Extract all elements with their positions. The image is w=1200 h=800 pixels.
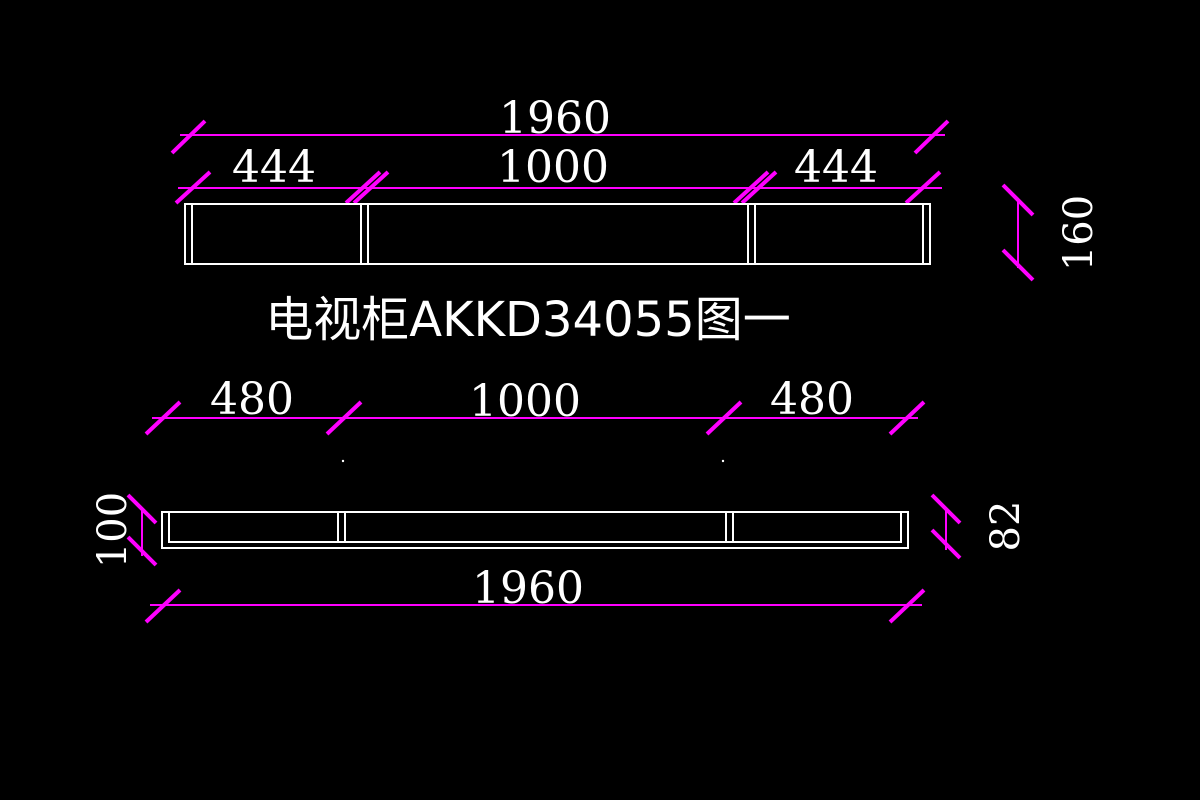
dimension-tick: [344, 170, 382, 205]
dimension-tick: [352, 170, 390, 205]
reference-dot: [341, 459, 345, 463]
dimension-tick: [888, 400, 926, 436]
dimension-tick: [904, 170, 942, 205]
top-segment-middle-label: 1000: [497, 142, 609, 193]
front-view-cabinet: [161, 511, 909, 549]
cabinet-inner-outline: [168, 511, 902, 543]
dimension-tick: [705, 400, 743, 436]
front-overall-dimension: 1960: [144, 563, 926, 624]
top-overall-width-label: 1960: [499, 93, 611, 144]
drawing-title: 电视柜AKKD34055图一: [265, 292, 790, 348]
top-view-cabinet: [184, 203, 931, 265]
cabinet-inner-outline: [191, 203, 924, 265]
dimension-tick: [126, 535, 158, 567]
dimension-tick: [126, 493, 158, 525]
top-segment-right-label: 444: [794, 142, 878, 193]
reference-dot: [721, 459, 725, 463]
top-segment-left-label: 444: [232, 142, 316, 193]
front-left-height-dimension: 100: [90, 492, 158, 568]
front-segment-middle-label: 1000: [469, 376, 581, 427]
front-segment-left-label: 480: [210, 374, 294, 425]
dimension-tick: [170, 119, 207, 155]
top-overall-dimension: 1960: [170, 93, 950, 155]
front-overall-width-label: 1960: [472, 563, 584, 614]
dimension-tick: [930, 493, 962, 525]
front-right-height-dimension: 82: [930, 493, 1029, 560]
top-depth-label: 160: [1056, 195, 1102, 271]
top-depth-dimension: 160: [1001, 183, 1102, 282]
dimension-tick: [888, 588, 926, 624]
dimension-tick: [1001, 183, 1035, 217]
dimension-tick: [913, 119, 950, 155]
cabinet-outline: [184, 203, 931, 265]
dimension-tick: [1001, 248, 1035, 282]
front-left-height-label: 100: [90, 492, 136, 568]
dimension-tick: [325, 400, 363, 436]
dimension-tick: [144, 400, 182, 436]
dimension-tick: [174, 170, 212, 205]
dimension-tick: [144, 588, 182, 624]
dimension-tick: [740, 170, 778, 205]
front-right-height-label: 82: [983, 501, 1029, 552]
top-segment-dimensions: 444 1000 444: [174, 142, 942, 205]
dimension-tick: [732, 170, 770, 205]
dimension-tick: [930, 528, 962, 560]
front-segment-dimensions: 480 1000 480: [144, 374, 926, 436]
front-segment-right-label: 480: [770, 374, 854, 425]
